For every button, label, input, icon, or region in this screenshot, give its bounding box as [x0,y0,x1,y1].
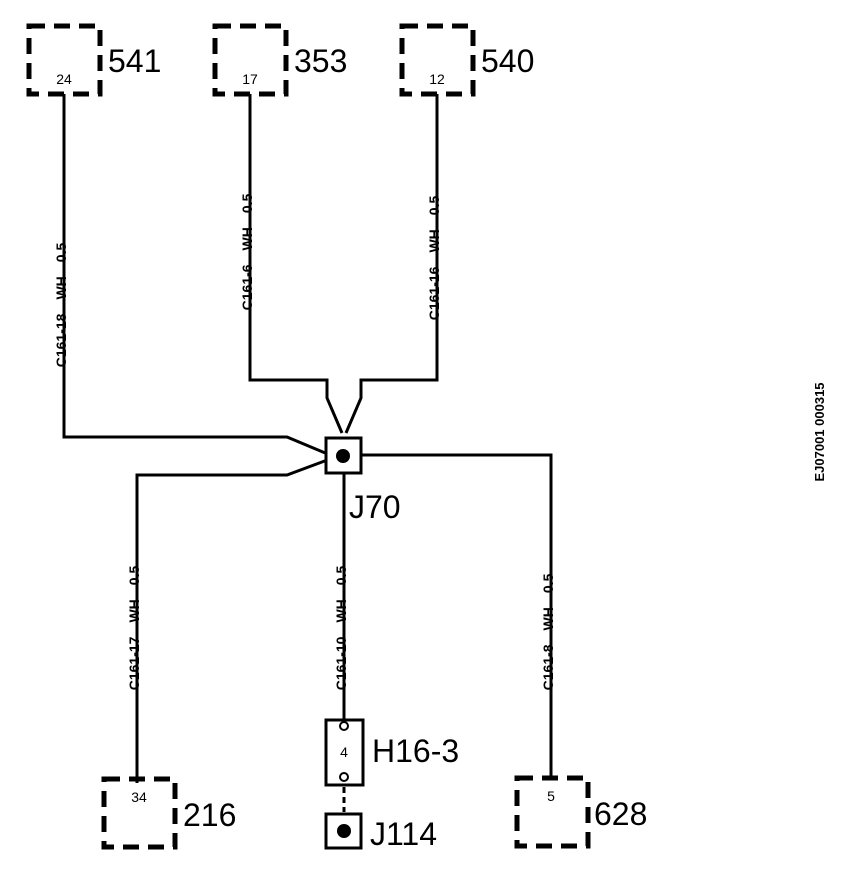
component-628-label: 628 [594,796,647,832]
wire-c161-10-circuit: C161-10 [333,636,349,690]
wire-label-c161-10: C161-10 WH 0.5 [333,566,349,691]
wire-c161-10-size: 0.5 [333,566,349,586]
connector-h16-3-top-pin [339,721,349,731]
wire-c161-18-size: 0.5 [53,243,69,263]
component-540: 12 540 [399,23,534,97]
component-541-box [26,23,103,97]
splice-j70-dot [336,449,350,463]
wire-c161-17 [135,457,331,783]
wire-c161-6 [248,94,344,434]
svg-text:C161-17WH0.5: C161-17 WH 0.5 [126,566,142,691]
wire-c161-17-circuit: C161-17 [126,636,142,690]
wire-label-c161-6: C161-6 WH 0.5 [239,193,255,310]
wire-c161-8 [362,453,553,780]
figure-reference-text: EJ07001 000315 [812,382,827,481]
wire-c161-16-color: WH [426,229,442,252]
jumper-j114: J114 [324,812,437,852]
component-353: 17 353 [212,23,347,97]
component-216: 34 216 [101,776,236,850]
component-353-label: 353 [294,43,347,79]
component-216-box [101,776,178,850]
wire-c161-10-color: WH [333,599,349,622]
svg-text:C161-18WH0.5: C161-18 WH 0.5 [53,243,69,368]
wire-c161-8-circuit: C161-8 [540,644,556,690]
splice-j70: J70 [324,436,401,525]
wire-label-c161-18: C161-18 WH 0.5 [53,243,69,368]
wire-c161-16-circuit: C161-16 [426,266,442,320]
wire-label-c161-16: C161-16 WH 0.5 [426,196,442,321]
component-541-label: 541 [108,43,161,79]
wire-c161-16-size: 0.5 [426,196,442,216]
wire-c161-18-color: WH [53,276,69,299]
wire-c161-6-color: WH [239,227,255,250]
connector-h16-3-bottom-pin [339,772,349,782]
svg-text:C161-16WH0.5: C161-16 WH 0.5 [426,196,442,321]
component-541-pin: 24 [56,71,72,87]
connector-h16-3: 4 H16-3 [324,718,459,787]
connector-h16-3-label: H16-3 [372,733,459,769]
jumper-j114-dot [337,824,351,838]
component-353-box [212,23,289,97]
component-540-label: 540 [481,43,534,79]
wire-c161-17-size: 0.5 [126,566,142,586]
component-628-pin: 5 [547,788,555,804]
wire-c161-8-size: 0.5 [540,573,556,593]
wire-c161-17-color: WH [126,599,142,622]
wire-c161-18 [62,94,331,457]
component-353-pin: 17 [242,71,258,87]
svg-text:C161-10WH0.5: C161-10 WH 0.5 [333,566,349,691]
component-628-box [514,775,591,849]
svg-text:C161-8WH0.5: C161-8 WH 0.5 [540,573,556,690]
figure-reference: EJ07001 000315 [812,382,827,481]
wire-c161-8-color: WH [540,607,556,630]
wire-c161-16 [344,94,439,434]
component-541: 24 541 [26,23,161,97]
wire-c161-6-circuit: C161-6 [239,264,255,310]
splice-j70-label: J70 [349,489,401,525]
connector-h16-3-pin: 4 [340,744,348,760]
wire-c161-6-size: 0.5 [239,193,255,213]
wire-label-c161-17: C161-17 WH 0.5 [126,566,142,691]
component-628: 5 628 [514,775,647,849]
jumper-j114-label: J114 [370,816,437,852]
component-540-pin: 12 [429,71,445,87]
component-216-label: 216 [183,797,236,833]
svg-text:C161-6WH0.5: C161-6 WH 0.5 [239,193,255,310]
wire-c161-18-circuit: C161-18 [53,313,69,367]
component-216-pin: 34 [131,789,147,805]
component-540-box [399,23,476,97]
wire-label-c161-8: C161-8 WH 0.5 [540,573,556,690]
